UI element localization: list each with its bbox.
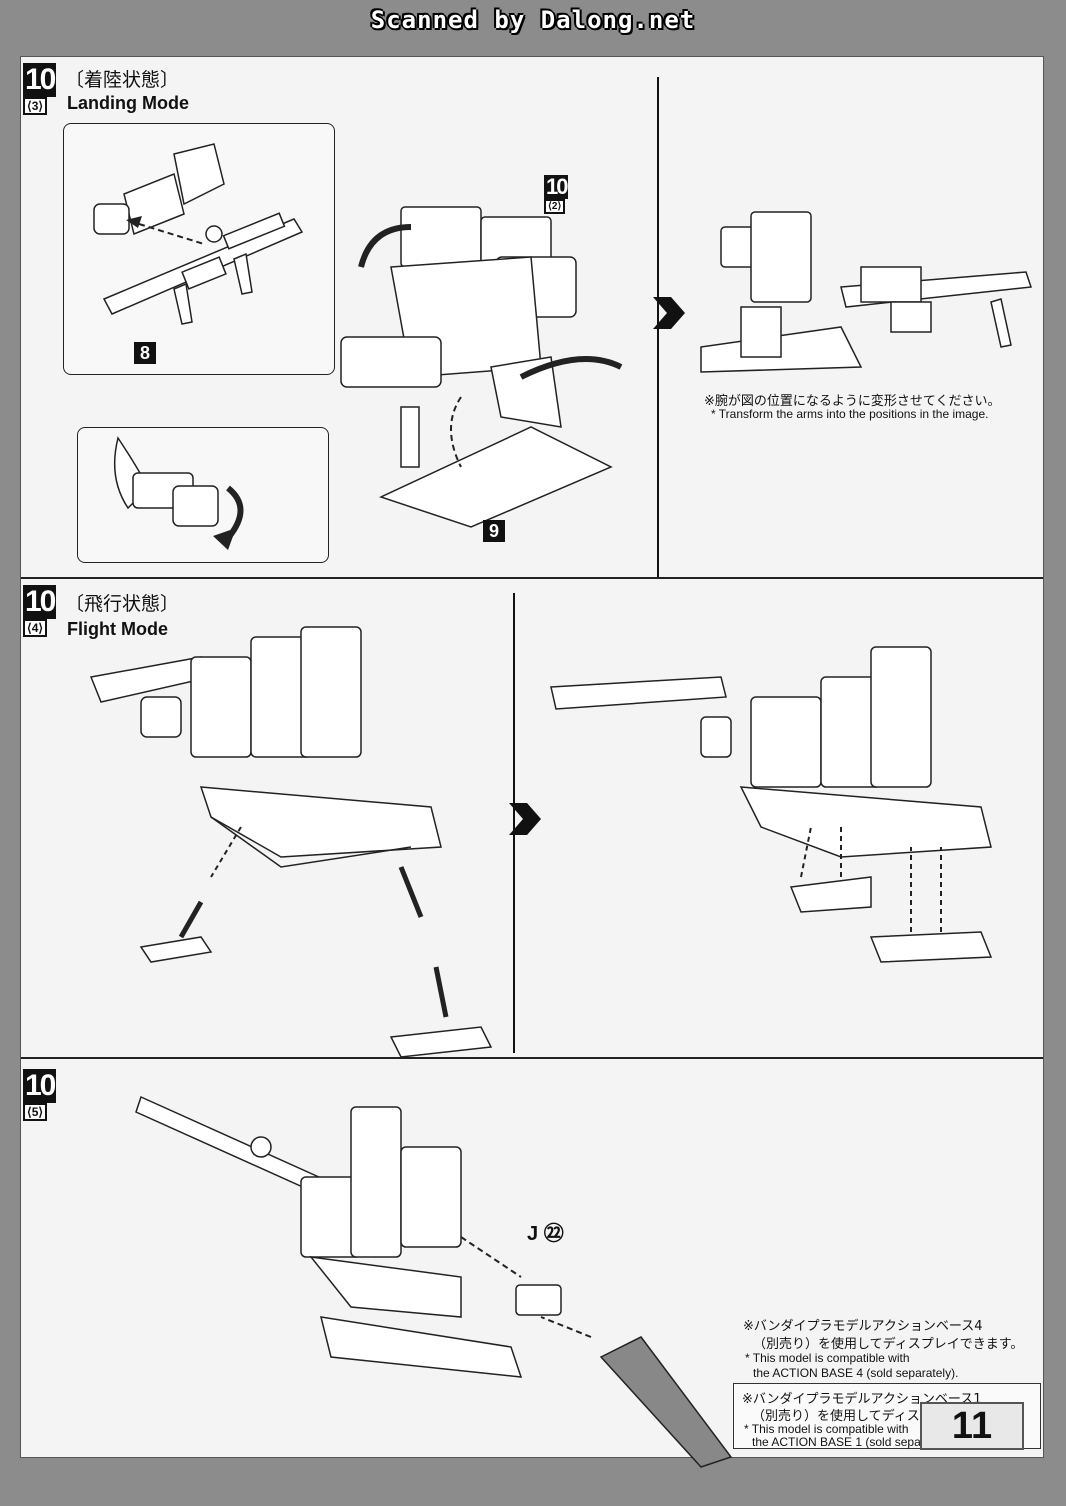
step-title-en: Flight Mode — [67, 619, 168, 639]
part-badge-8: 8 — [134, 342, 156, 364]
step-panel-action-base: 10 ⟨5⟩ J ㉒ ※バンダイプラモデルアクションベース4 （別売り）を使 — [21, 1057, 1043, 1468]
landing-note-en: * Transform the arms into the positions … — [711, 407, 989, 421]
arrow-down-icon — [178, 900, 204, 939]
wrist-rotation-illustration — [113, 436, 244, 550]
step-panel-flight: 10 ⟨4⟩ 〔飛行状態〕 Flight Mode — [21, 577, 1043, 1059]
base1-note-en-line2: the ACTION BASE 1 (sold separately). — [752, 1435, 958, 1449]
landing-result-illustration — [700, 211, 1033, 373]
display-assembly-illustration — [135, 1095, 562, 1378]
rotate-arrow-icon-left — [358, 224, 412, 268]
step-title-jp: 〔着陸状態〕 — [65, 69, 180, 91]
ref-step-number: 10 — [544, 174, 569, 199]
base4-note-jp-line2: （別売り）を使用してディスプレイできます。 — [753, 1337, 1024, 1352]
part-badge-9: 9 — [483, 520, 505, 542]
scan-credit-header: Scanned by Dalong.net — [0, 0, 1066, 40]
panel-divider — [513, 593, 515, 1053]
step-number: 10 — [23, 63, 56, 97]
page-number: 11 — [920, 1402, 1024, 1450]
step-title-en: Landing Mode — [67, 93, 189, 113]
base4-note-en-line2: the ACTION BASE 4 (sold separately). — [753, 1366, 959, 1380]
part-label-J: J ㉒ — [527, 1223, 564, 1245]
step-panel-landing: 10 ⟨3⟩ 〔着陸状態〕 Landing Mode — [21, 57, 1043, 579]
step-sub-number: ⟨5⟩ — [23, 1103, 48, 1121]
dashed-arrow-icon — [460, 1236, 522, 1278]
manual-page: 10 ⟨3⟩ 〔着陸状態〕 Landing Mode — [20, 56, 1044, 1468]
rotate-arrow-icon-right — [519, 356, 623, 380]
step-sub-number: ⟨3⟩ — [23, 97, 48, 115]
action-base-arm-illustration — [540, 1316, 733, 1468]
base4-note-jp-line1: ※バンダイプラモデルアクションベース4 — [743, 1319, 983, 1334]
base1-note-en-line1: * This model is compatible with — [744, 1422, 909, 1436]
flight-disassembly-illustration — [89, 626, 493, 1058]
arrow-right-icon — [653, 297, 685, 329]
step-title-jp: 〔飛行状態〕 — [65, 593, 180, 615]
landing-note-jp: ※腕が図の位置になるように変形させてください。 — [704, 394, 1001, 409]
step-sub-number: ⟨4⟩ — [23, 619, 48, 637]
step-number: 10 — [23, 585, 56, 619]
base1-note-box: ※バンダイプラモデルアクションベース1 （別売り）を使用してディスプレイできます… — [733, 1383, 1041, 1449]
rifle-illustration — [93, 143, 304, 325]
wrist-rotation-inset — [77, 427, 329, 563]
step-number: 10 — [23, 1069, 56, 1103]
landing-assembly-illustration — [340, 206, 623, 528]
flight-result-illustration — [550, 646, 993, 963]
scan-credit-text: Scanned by Dalong.net — [370, 6, 696, 34]
rifle-inset: 8 — [63, 123, 335, 375]
base4-note-en-line1: * This model is compatible with — [745, 1351, 910, 1365]
arrow-right-icon — [509, 803, 541, 835]
ref-step-sub: ⟨2⟩ — [544, 199, 566, 214]
